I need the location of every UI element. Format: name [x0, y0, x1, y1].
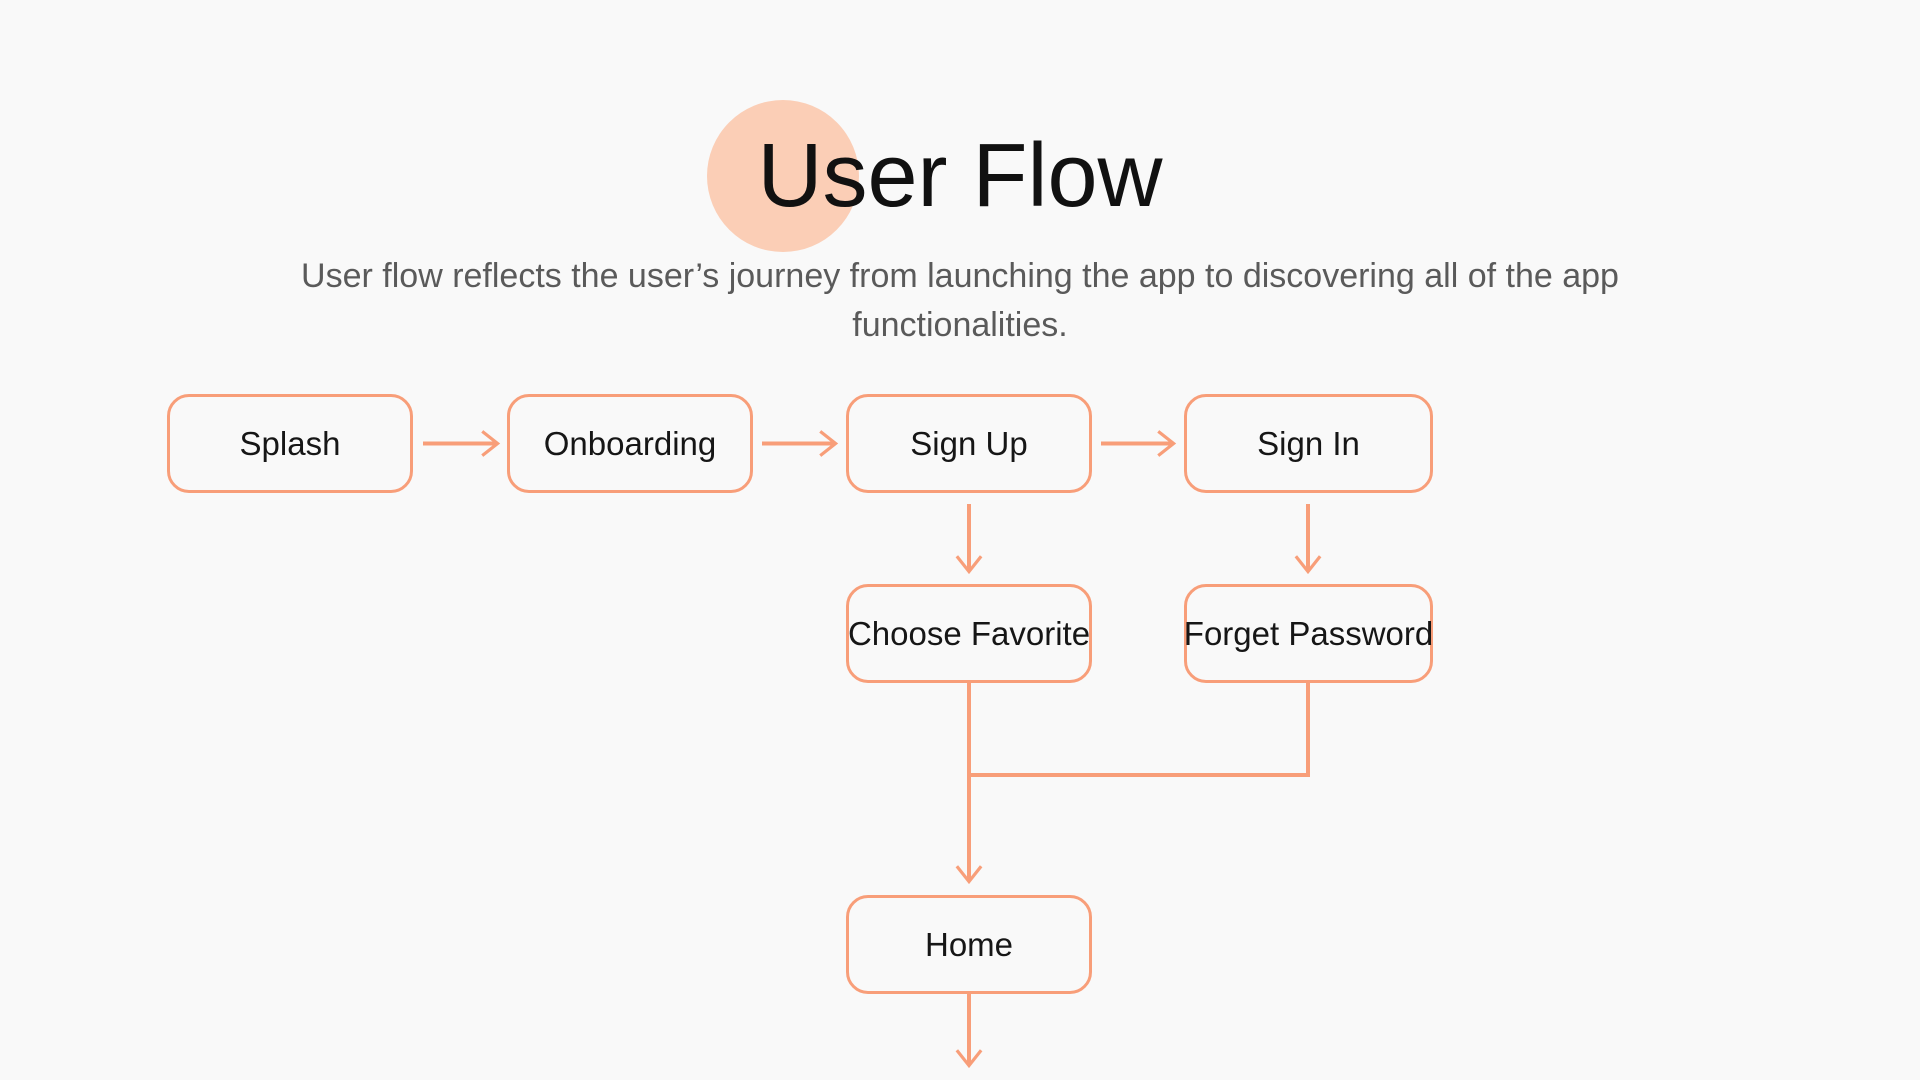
edge-forgetpassword-merge-line [971, 683, 1310, 777]
flow-node-home-label: Home [924, 925, 1014, 963]
flow-node-sign-up: Sign Up [846, 394, 1092, 493]
flow-node-onboarding: Onboarding [507, 394, 753, 493]
flow-node-splash: Splash [167, 394, 413, 493]
flow-node-sign-up-label: Sign Up [910, 424, 1028, 462]
flow-node-home: Home [846, 895, 1092, 994]
flow-node-forget-password: Forget Password [1184, 584, 1433, 683]
flow-node-choose-favorite: Choose Favorite [846, 584, 1092, 683]
flow-node-onboarding-label: Onboarding [543, 424, 717, 462]
flow-node-sign-in-label: Sign In [1257, 424, 1360, 462]
flow-node-choose-favorite-label: Choose Favorite [847, 614, 1091, 652]
page-title: User Flow [757, 126, 1163, 226]
page-subtitle: User flow reflects the user’s journey fr… [301, 257, 1619, 344]
flow-node-sign-in: Sign In [1184, 394, 1433, 493]
title-accent-circle [707, 100, 859, 252]
flow-node-splash-label: Splash [239, 424, 341, 462]
flow-node-forget-password-label: Forget Password [1183, 614, 1434, 652]
